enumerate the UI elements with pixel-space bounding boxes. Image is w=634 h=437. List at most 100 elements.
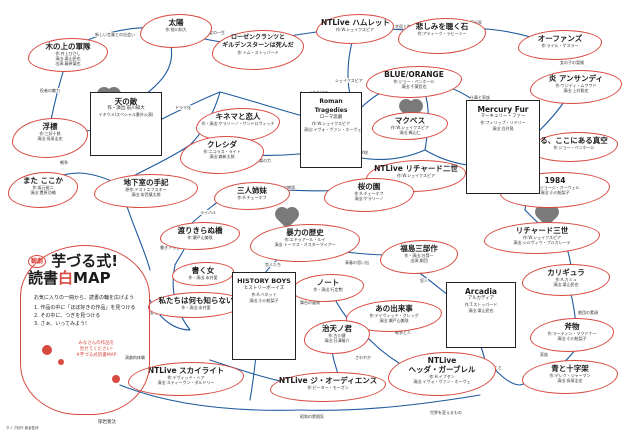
decorative-dot [112, 375, 120, 383]
play-credits: 作:A.チェーホフ [237, 195, 267, 200]
title-part: MAP [73, 269, 111, 287]
edge-label: 魔女の一生 [205, 30, 225, 35]
play-title: Arcadia [464, 287, 497, 296]
play-title: 浮標 [42, 122, 58, 131]
play-credits: 作:W.シェイクスピア 演出:シルヴィウ・プルカレーテ [513, 235, 571, 245]
play-credits: 作:瀬戸山美咲 [187, 235, 213, 240]
play-title: 青と十字架 [551, 364, 589, 373]
play-subtitle: アルカディア [467, 296, 495, 301]
play-subtitle: ヒストリーボーイズ [243, 286, 285, 291]
legend-instruction: お気に入りの一冊から、読書の輪を広げよう [34, 295, 135, 301]
play-title: る、ここにある真空 [540, 136, 608, 145]
edge-label: 戦争と人 [395, 330, 411, 335]
edge-label: 恋人たち [265, 262, 281, 267]
author-credit: 郁岩寛汰 [98, 420, 116, 425]
edge-label: 昭和の雰囲気 [300, 414, 324, 419]
play-credits: 作:井上ひさし 演出:栗山民也 出演:藤原竜也 [55, 51, 81, 66]
map-legend: 観劇 芋づる式! 読書白MAP お気に入りの一冊から、読書の輪を広げよう 1. … [20, 245, 150, 415]
play-title: 三人姉妹 [237, 186, 267, 195]
title-part: 芋づる式! [51, 252, 119, 270]
decorative-dot [58, 359, 64, 365]
play-title: 私たちは何も知らない [158, 296, 234, 305]
connection-line [299, 394, 481, 411]
play-credits: 作・演出:永井愛 [188, 275, 218, 280]
edge-label: 書き下ろし [160, 245, 180, 250]
play-node: マクベス 作:W.シェイクスピア 演出:鵜山仁 [372, 112, 448, 140]
map-title: 観劇 芋づる式! 読書白MAP [28, 253, 143, 287]
play-node: ローゼンクランツと ギルデンスターンは死んだ 作:トム・ストッパード [212, 30, 304, 70]
play-title: 渡りきらぬ橋 [177, 226, 223, 235]
play-credits: 作:古川健 演出:日澤雄介 [324, 333, 350, 343]
play-title: リチャード三世 [515, 226, 569, 235]
legend-hashtag: みなさんの作品を 見せてください! #芋づる式読書MAP [76, 341, 117, 358]
title-part: 読書 [28, 269, 59, 287]
play-title: 太陽 [168, 18, 184, 27]
legend-instruction: 3. さぁ、いってみよう! [34, 321, 88, 327]
featured-play-box: Mercury Fur マーキュリー・ファー 作:フィリップ・リドリー 演出:白… [466, 100, 540, 194]
play-title: BLUE/ORANGE [384, 70, 444, 79]
play-credits: 作:アティーク・ラヒーミー [417, 31, 467, 36]
play-title: NTLive ジ・オーディエンス [278, 376, 378, 385]
play-title: クレシダ [207, 140, 237, 149]
play-credits: 作:A.チェーホフ 演出:ケラリーノ [354, 191, 384, 201]
play-node: カリギュラ 作:A.カミュ 演出:栗山民也 [522, 264, 610, 296]
play-credits: 作:W.シェイクスピア [336, 27, 374, 32]
play-title: 1984 [544, 176, 566, 185]
edge-label: 仕事と家族 [470, 95, 490, 100]
play-subtitle: マーキュリー・ファー [480, 114, 526, 119]
play-title: あの出来事 [375, 304, 413, 313]
edge-label: 役者の魅力 [40, 88, 60, 93]
play-credits: 作:マーティン・マクドナー 演出:小川絵梨子 [547, 331, 597, 341]
play-title: NTLive スカイライト [147, 366, 225, 375]
edge-label: 戦争 [60, 160, 68, 165]
legend-instruction: 2. その中に、つぎを見つける [34, 313, 101, 319]
edge-label: 女の子の冒険 [560, 60, 584, 65]
play-title: 福島三部作 [400, 244, 438, 253]
edge-label: 芝居と時代 [395, 24, 415, 29]
play-credits: 作・演出:永井愛 [181, 305, 211, 310]
featured-play-box: Roman Tragedies ローマ悲劇 作:W.シェイクスピア 演出:イヴォ… [300, 92, 362, 168]
play-credits: 作:ジョー・ペンホール 演出:千葉哲也 [393, 79, 435, 89]
play-title: ローゼンクランツと ギルデンスターンは死んだ [222, 34, 294, 49]
play-credits: 作・演出:前川知大 [107, 106, 145, 111]
play-title: HISTORY BOYS [237, 277, 291, 285]
play-credits: 作:ライル・ケスラー [541, 43, 579, 48]
footer-note: タイプ制作 著者監修 [6, 426, 39, 430]
play-credits: 作:ジョー・ペンホール [553, 145, 595, 150]
play-credits: 作:デヴィッド・ヘア 演出:スティーヴン・ダルドリー [157, 375, 215, 385]
play-title: 斧物 [564, 322, 580, 331]
play-credits: 作:ニコラス・ライト 演出:森新太郎 [203, 149, 241, 159]
play-credits: 作:デレク・ジャーマン 演出:長塚圭史 [549, 373, 591, 383]
play-title: NTLive ハムレット [321, 18, 390, 27]
play-credits: 作:W.シェイクスピア 演出:鵜山仁 [391, 125, 429, 135]
featured-play-box: 天の敵 作・演出:前川知大 イキウメ(スペシャル番外公演) [90, 92, 162, 156]
edge-label: 劇団の素顔 [578, 310, 598, 315]
play-credits: 作・演出:行定勲 [313, 287, 343, 292]
featured-play-box: Arcadia アルカディア 作:T.ストッパード 演出:栗山民也 [446, 282, 516, 348]
play-title: 治天ノ君 [322, 324, 352, 333]
play-title: ノート [316, 278, 340, 287]
play-title: また ここか [22, 176, 64, 185]
play-credits: 作:A.カミュ 演出:栗山民也 [553, 277, 579, 287]
play-credits: 作:三好十郎 演出:長塚圭史 [37, 131, 63, 141]
play-node: 悲しみを聴く石 作:アティーク・ラヒーミー [398, 18, 486, 54]
title-mark: 白 [58, 269, 74, 287]
play-credits: 作:デイヴィッド・グレッグ 演出:瀬戸山美咲 [369, 313, 419, 323]
play-credits: 作:W.シェイクスピア [397, 173, 435, 178]
play-title: 書く女 [191, 266, 215, 275]
play-credits: 作:トム・ストッパード [237, 50, 279, 55]
play-credits: 作:坂元裕二 演出:豊原功補 [30, 185, 56, 195]
legend-instruction: 1. 作品の中に「ほぼ好きの作品」を見つける [34, 305, 136, 311]
edge-label: ライバル [200, 210, 216, 215]
play-node: また ここか 作:坂元裕二 演出:豊原功補 [8, 172, 78, 208]
edge-label: シェイクスピア [335, 78, 363, 83]
play-title: 天の敵 [114, 97, 138, 106]
play-node: クレシダ 作:ニコラス・ライト 演出:森新太郎 [180, 136, 264, 174]
title-badge: 観劇 [28, 255, 47, 268]
legend-frame [20, 245, 150, 415]
featured-play-box: HISTORY BOYS ヒストリーボーイズ 作:A.ベネット 演出:小川絵梨子 [232, 272, 296, 360]
play-credits: 原作:ジョージ・オーウェル 演出:小川絵梨子 [530, 185, 580, 195]
play-title: オーファンズ [537, 34, 583, 43]
edge-label: 家族 [540, 352, 548, 357]
